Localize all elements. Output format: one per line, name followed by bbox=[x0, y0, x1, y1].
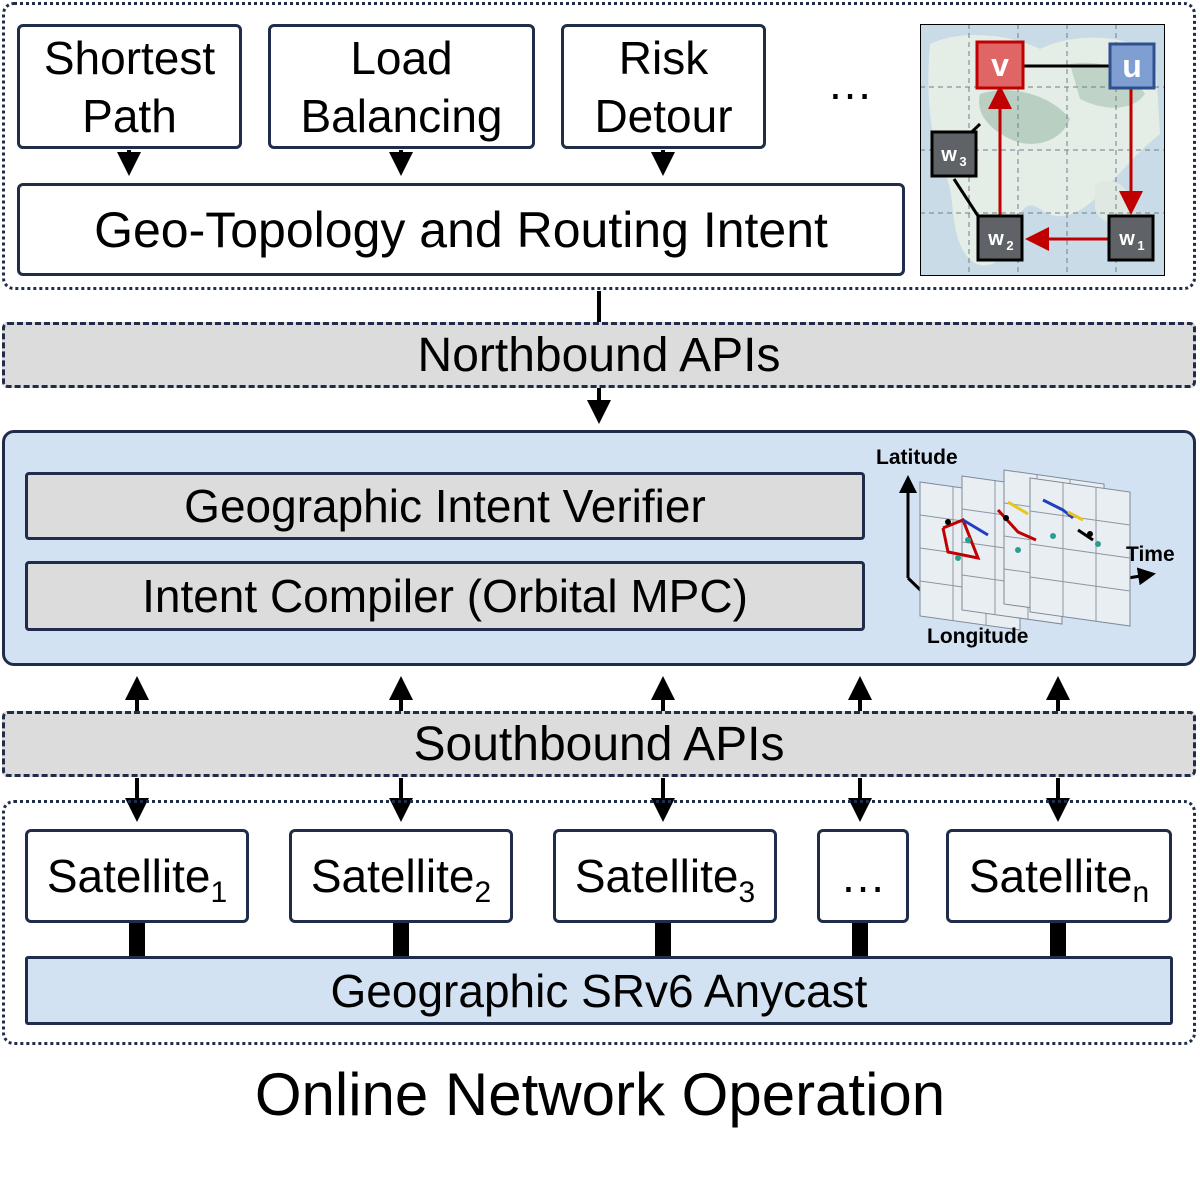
srv6-anycast-label: Geographic SRv6 Anycast bbox=[330, 964, 868, 1017]
satellite-1-label: Satellite1 bbox=[46, 850, 228, 909]
intent-compiler-box: Intent Compiler (Orbital MPC) bbox=[25, 561, 865, 631]
latitude-axis-label: Latitude bbox=[876, 446, 958, 469]
intent-shortest-path-line1: Shortest bbox=[43, 31, 216, 84]
map-node-v: v bbox=[975, 40, 1025, 90]
geo-topology-label: Geo-Topology and Routing Intent bbox=[94, 201, 828, 258]
svg-text:w: w bbox=[1118, 228, 1135, 250]
map-node-w1: w 1 bbox=[1107, 214, 1155, 262]
map-node-w3: w 3 bbox=[930, 130, 978, 178]
intent-risk-detour-line2: Detour bbox=[594, 89, 733, 142]
map-node-w2: w 2 bbox=[976, 214, 1024, 262]
satellite-ellipsis-label: … bbox=[840, 850, 886, 902]
geo-topology-box: Geo-Topology and Routing Intent bbox=[17, 183, 905, 276]
svg-text:1: 1 bbox=[1137, 238, 1144, 253]
time-axis-label: Time bbox=[1126, 543, 1175, 566]
satellite-ellipsis-box: … bbox=[817, 829, 909, 923]
satellite-2-box: Satellite2 bbox=[289, 829, 513, 923]
satellite-n-label: Satelliten bbox=[968, 850, 1150, 909]
intent-risk-detour-line1: Risk bbox=[618, 31, 709, 84]
satellite-layer-container bbox=[2, 800, 1196, 1045]
satellite-1-box: Satellite1 bbox=[25, 829, 249, 923]
southbound-apis-label: Southbound APIs bbox=[413, 717, 785, 771]
satellite-3-box: Satellite3 bbox=[553, 829, 777, 923]
intent-load-balancing-line1: Load bbox=[350, 31, 453, 84]
northbound-apis-bar: Northbound APIs bbox=[2, 322, 1196, 388]
svg-text:u: u bbox=[1122, 48, 1142, 84]
satellite-2-label: Satellite2 bbox=[310, 850, 492, 909]
srv6-anycast-bar: Geographic SRv6 Anycast bbox=[25, 956, 1173, 1025]
satellite-n-box: Satelliten bbox=[946, 829, 1172, 923]
svg-text:2: 2 bbox=[1006, 238, 1013, 253]
intent-load-balancing: Load Balancing bbox=[268, 24, 535, 149]
time-frame-4 bbox=[1029, 477, 1131, 627]
intent-verifier-label: Geographic Intent Verifier bbox=[184, 480, 706, 532]
intent-risk-detour: Risk Detour bbox=[561, 24, 766, 149]
svg-text:3: 3 bbox=[959, 154, 966, 169]
intent-verifier-box: Geographic Intent Verifier bbox=[25, 472, 865, 540]
svg-text:v: v bbox=[991, 47, 1009, 83]
longitude-axis-label: Longitude bbox=[927, 625, 1028, 648]
map-node-u: u bbox=[1108, 42, 1156, 90]
northbound-apis-label: Northbound APIs bbox=[417, 328, 781, 382]
svg-text:w: w bbox=[987, 228, 1004, 250]
topology-map: v u w 3 w 2 w 1 bbox=[920, 24, 1165, 276]
intent-load-balancing-line2: Balancing bbox=[300, 89, 503, 142]
svg-text:w: w bbox=[940, 144, 957, 166]
intent-shortest-path-line2: Path bbox=[82, 89, 177, 142]
satellite-3-label: Satellite3 bbox=[574, 850, 756, 909]
intent-ellipsis: … bbox=[827, 57, 873, 109]
intent-compiler-label: Intent Compiler (Orbital MPC) bbox=[142, 570, 748, 622]
intent-shortest-path: Shortest Path bbox=[17, 24, 242, 149]
intent-layer-container bbox=[2, 2, 1196, 290]
spatiotemporal-plot: Latitude Longitude Time bbox=[876, 446, 1175, 648]
southbound-apis-bar: Southbound APIs bbox=[2, 711, 1196, 777]
diagram-caption: Online Network Operation bbox=[254, 1061, 946, 1128]
